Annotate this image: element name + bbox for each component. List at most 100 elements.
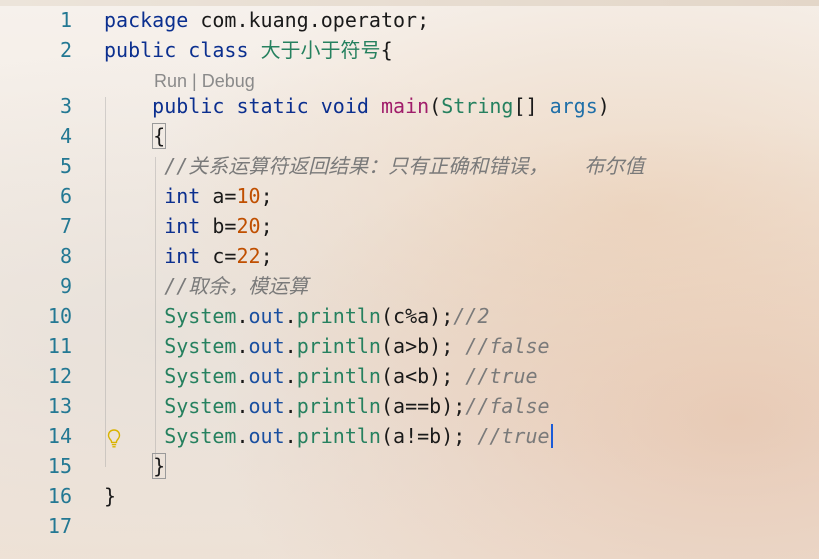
code-token: b= <box>200 214 237 238</box>
code-token: } <box>104 484 117 508</box>
code-line[interactable]: 9 //取余，模运算 <box>0 271 819 301</box>
code-token <box>309 94 321 118</box>
code-text: int a=10; <box>104 181 273 211</box>
code-token: . <box>236 394 249 418</box>
tab-bar-edge <box>0 0 819 6</box>
code-token: //2 <box>453 304 490 328</box>
code-token: . <box>284 304 297 328</box>
line-number: 8 <box>59 244 72 268</box>
code-text: int b=20; <box>104 211 273 241</box>
code-token <box>104 214 164 238</box>
code-text: System.out.println(c%a);//2 <box>104 301 489 331</box>
code-text: { <box>104 121 167 151</box>
code-line[interactable]: 6 int a=10; <box>0 181 819 211</box>
code-line[interactable]: 2 public class 大于小于符号{ <box>0 35 819 65</box>
code-token: package <box>104 8 189 32</box>
code-token: //true <box>465 364 538 388</box>
codelens-separator: | <box>187 71 202 91</box>
line-number: 6 <box>59 184 72 208</box>
code-token: { <box>380 38 393 62</box>
code-line[interactable]: 8 int c=22; <box>0 241 819 271</box>
code-token: println <box>296 424 381 448</box>
code-token: . <box>284 334 297 358</box>
code-line[interactable]: 3 public static void main(String[] args) <box>0 91 819 121</box>
line-number: 16 <box>47 484 72 508</box>
code-token: com.kuang.operator; <box>188 8 430 32</box>
code-text: //关系运算符返回结果：只有正确和错误， 布尔值 <box>104 151 644 181</box>
code-token: System <box>164 364 237 388</box>
code-line[interactable]: 5 //关系运算符返回结果：只有正确和错误， 布尔值 <box>0 151 819 181</box>
code-line[interactable]: 16} <box>0 481 819 511</box>
code-token: args <box>549 94 598 118</box>
codelens-debug-link[interactable]: Debug <box>201 71 255 91</box>
code-token <box>369 94 381 118</box>
code-line[interactable]: 14 System.out.println(a!=b); //true <box>0 421 819 451</box>
code-text: System.out.println(a==b);//false <box>104 391 549 421</box>
code-line[interactable]: 17 <box>0 511 819 541</box>
code-token: out <box>248 334 285 358</box>
code-token: . <box>284 424 297 448</box>
code-line[interactable]: 4 { <box>0 121 819 151</box>
code-text: public class 大于小于符号{ <box>104 35 393 65</box>
code-token <box>104 334 164 358</box>
line-number: 11 <box>47 334 72 358</box>
code-token: out <box>248 364 285 388</box>
code-line[interactable]: 11 System.out.println(a>b); //false <box>0 331 819 361</box>
code-token: . <box>284 364 297 388</box>
code-token: System <box>164 424 237 448</box>
codelens-run-link[interactable]: Run <box>154 71 188 91</box>
code-token: ; <box>260 214 273 238</box>
code-token <box>104 124 152 148</box>
code-token: out <box>248 424 285 448</box>
code-token: ; <box>260 244 273 268</box>
code-text: int c=22; <box>104 241 273 271</box>
code-token: int <box>164 214 201 238</box>
code-token: println <box>296 334 381 358</box>
matched-brace: } <box>152 453 167 479</box>
code-token: ; <box>260 184 273 208</box>
code-token: println <box>296 394 381 418</box>
line-number: 4 <box>59 124 72 148</box>
line-number: 3 <box>59 94 72 118</box>
code-token: //取余，模运算 <box>164 274 309 298</box>
lightbulb-icon[interactable] <box>106 428 122 450</box>
code-line[interactable]: 13 System.out.println(a==b);//false <box>0 391 819 421</box>
code-token <box>176 38 188 62</box>
matched-brace: { <box>152 123 167 149</box>
code-text: System.out.println(a>b); //false <box>104 331 549 361</box>
code-token: 大于小于符号 <box>260 38 381 62</box>
code-token: //关系运算符返回结果：只有正确和错误， 布尔值 <box>164 154 645 178</box>
code-token: ( <box>429 94 442 118</box>
code-token: ) <box>597 94 610 118</box>
line-number: 7 <box>59 214 72 238</box>
code-text: } <box>104 481 116 511</box>
code-line[interactable]: 12 System.out.println(a<b); //true <box>0 361 819 391</box>
line-number: 12 <box>47 364 72 388</box>
code-line[interactable]: 15 } <box>0 451 819 481</box>
code-token: . <box>236 424 249 448</box>
code-token <box>104 184 164 208</box>
code-token <box>104 454 152 478</box>
code-token: . <box>284 394 297 418</box>
indent-guide-method-body <box>155 157 156 457</box>
code-token: [] <box>513 94 550 118</box>
code-token <box>224 94 236 118</box>
line-number: 10 <box>47 304 72 328</box>
code-token <box>104 364 164 388</box>
code-token: class <box>188 38 249 62</box>
code-token: println <box>296 304 381 328</box>
line-number: 2 <box>59 38 72 62</box>
code-line[interactable]: 10 System.out.println(c%a);//2 <box>0 301 819 331</box>
code-token <box>104 394 164 418</box>
line-number: 15 <box>47 454 72 478</box>
code-token: 20 <box>236 214 261 238</box>
code-text: public static void main(String[] args) <box>104 91 610 121</box>
code-token: String <box>441 94 514 118</box>
code-token: int <box>164 244 201 268</box>
code-line[interactable]: 7 int b=20; <box>0 211 819 241</box>
code-text: package com.kuang.operator; <box>104 5 429 35</box>
code-token: System <box>164 394 237 418</box>
